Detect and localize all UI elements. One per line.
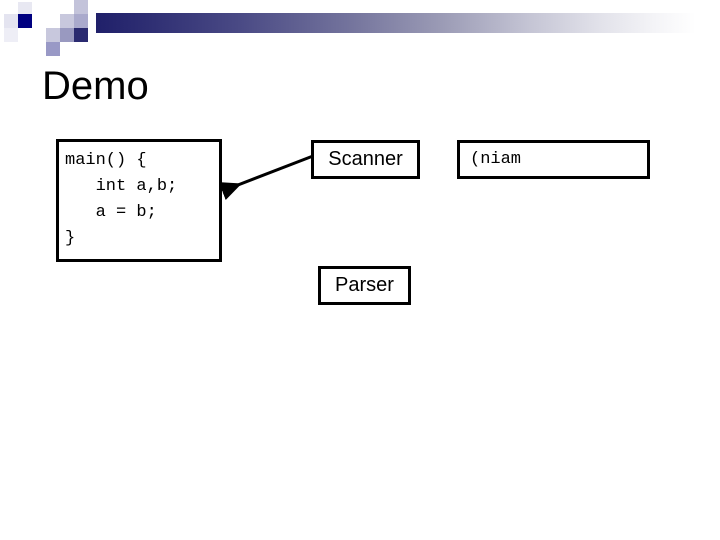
decoration-square bbox=[74, 14, 88, 28]
decoration-square bbox=[4, 42, 18, 56]
decoration-square bbox=[32, 42, 46, 56]
parser-label: Parser bbox=[335, 274, 394, 296]
decoration-square bbox=[60, 28, 74, 42]
decoration-square bbox=[60, 14, 74, 28]
decoration-square bbox=[32, 28, 46, 42]
decoration-square bbox=[32, 14, 46, 28]
decoration-square bbox=[88, 0, 102, 14]
decoration-square bbox=[60, 0, 74, 14]
decoration-square bbox=[46, 14, 60, 28]
source-code-box: main() { int a,b; a = b; } bbox=[56, 139, 222, 262]
decoration-square bbox=[18, 14, 32, 28]
decoration-square bbox=[74, 0, 88, 14]
decoration-square bbox=[46, 28, 60, 42]
token-stream-text: (niam bbox=[470, 150, 522, 169]
parser-box: Parser bbox=[318, 266, 411, 305]
decoration-square bbox=[74, 28, 88, 42]
decoration-square bbox=[18, 42, 32, 56]
decoration-square bbox=[4, 14, 18, 28]
token-stream-box: (niam bbox=[457, 140, 650, 179]
decoration-square bbox=[4, 28, 18, 42]
decoration-square bbox=[46, 0, 60, 14]
header-gradient-bar bbox=[96, 13, 696, 33]
decoration-square bbox=[46, 42, 60, 56]
decoration-square bbox=[18, 28, 32, 42]
decoration-square bbox=[32, 2, 46, 14]
page-title: Demo bbox=[42, 64, 149, 108]
decoration-square bbox=[18, 2, 32, 14]
source-code-text: main() { int a,b; a = b; } bbox=[65, 151, 178, 248]
scanner-label: Scanner bbox=[328, 148, 403, 170]
arrow-line bbox=[218, 154, 314, 201]
decoration-square bbox=[60, 42, 74, 56]
header-decoration bbox=[0, 0, 720, 60]
scanner-to-source-arrow bbox=[218, 154, 314, 201]
scanner-box: Scanner bbox=[311, 140, 420, 179]
